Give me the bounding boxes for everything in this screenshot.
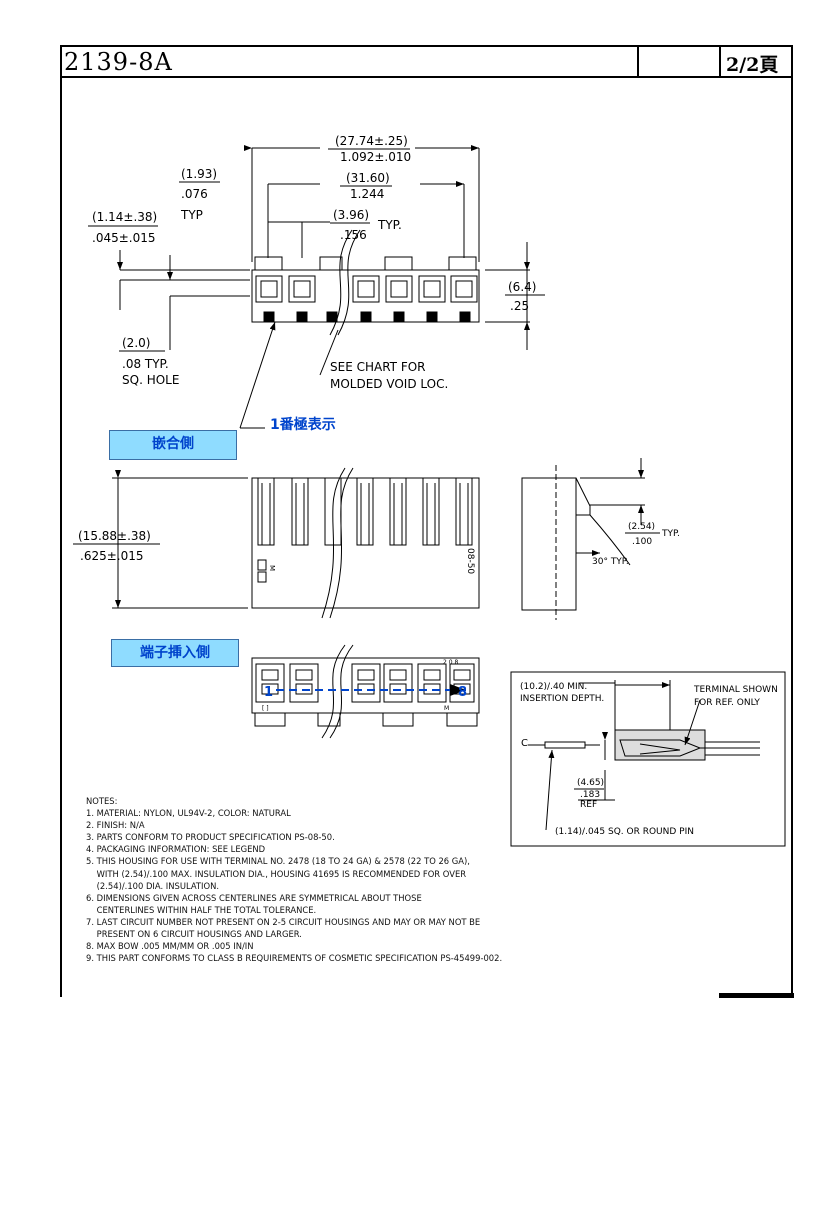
insertion-pin (544, 741, 586, 749)
ref-in: .183 (580, 790, 600, 800)
rear-view-cavities (255, 663, 475, 703)
terminal-insert-side-label: 端子挿入側 (111, 639, 239, 667)
side-view-housing (521, 477, 577, 611)
note-line: 2. FINISH: N/A (86, 820, 145, 831)
note-line: 8. MAX BOW .005 MM/MM OR .005 IN/IN (86, 941, 254, 952)
dim-overall-in: 1.092±.010 (340, 150, 411, 164)
ref-mm: (4.65) (577, 778, 604, 788)
dim-angle: 30° TYP. (592, 557, 629, 567)
note-line: 9. THIS PART CONFORMS TO CLASS B REQUIRE… (86, 953, 503, 964)
dim-hole-in: .08 TYP. (122, 357, 169, 371)
side-mark: M (268, 565, 276, 571)
note-line: NOTES: (86, 796, 118, 806)
dim-pitch-mm: (3.96) (333, 208, 369, 222)
note-line: 1. MATERIAL: NYLON, UL94V-2, COLOR: NATU… (86, 808, 291, 819)
dim-hole-mm: (2.0) (122, 336, 150, 350)
front-view-housing (251, 477, 480, 609)
dim-edge-in: .076 (181, 187, 208, 201)
dim-side-mm: (2.54) (628, 522, 655, 532)
drawing-number: 2139-8A (64, 48, 173, 76)
dim-side-in: .100 (632, 537, 652, 547)
notes-block: NOTES: 1. MATERIAL: NYLON, UL94V-2, COLO… (86, 795, 502, 964)
pin1-mark-label: 1番極表示 (270, 417, 336, 433)
dim-edge-mm: (1.93) (181, 167, 217, 181)
dim-pitch-in: .156 (340, 228, 367, 242)
note-line: 5. THIS HOUSING FOR USE WITH TERMINAL NO… (86, 856, 470, 867)
insertion-detail-box (510, 671, 786, 847)
pin-note: (1.14)/.045 SQ. OR ROUND PIN (555, 827, 694, 837)
dim-pitch-total-in: 1.244 (350, 187, 384, 201)
note-line: 4. PACKAGING INFORMATION: SEE LEGEND (86, 844, 266, 855)
dim-overall-mm: (27.74±.25) (335, 134, 408, 148)
dim-pitch-typ: TYP. (377, 218, 402, 232)
dim-height-mm: (15.88±.38) (78, 529, 151, 543)
break-line (329, 229, 353, 336)
dim-height-in: .625±.015 (80, 549, 144, 563)
note-line: CENTERLINES WITHIN HALF THE TOTAL TOLERA… (86, 904, 317, 915)
note-line: 7. LAST CIRCUIT NUMBER NOT PRESENT ON 2-… (86, 916, 481, 927)
dim-offset-in: .045±.015 (92, 231, 156, 245)
rear-box-right: M (444, 705, 449, 712)
note-line: (2.54)/.100 DIA. INSULATION. (86, 880, 220, 891)
rear-end-label: 8 (458, 685, 467, 700)
note-line: 3. PARTS CONFORM TO PRODUCT SPECIFICATIO… (86, 832, 335, 843)
page-number: 2/2頁 (726, 54, 779, 76)
dim-side-typ: TYP. (661, 529, 680, 539)
see-chart-line2: MOLDED VOID LOC. (330, 377, 448, 391)
dim-depth-mm: (6.4) (508, 280, 536, 294)
terminal-note-line2: FOR REF. ONLY (694, 698, 760, 708)
see-chart-line1: SEE CHART FOR (330, 360, 426, 374)
front-view-slots (257, 478, 473, 546)
top-view-latches (254, 256, 477, 271)
top-view-pins (263, 311, 471, 322)
rear-box-left: [ ] (262, 705, 269, 712)
min-depth-line2: INSERTION DEPTH. (520, 694, 604, 704)
centerline-mark: C (521, 738, 528, 749)
rear-number: 2 0 8 (443, 659, 458, 666)
mating-side-label: 嵌合側 (109, 430, 237, 460)
dim-hole-type: SQ. HOLE (122, 373, 179, 387)
top-view-cavities (255, 275, 478, 303)
mark-08-50: 08-50 (465, 548, 475, 574)
terminal-note-line1: TERMINAL SHOWN (693, 685, 778, 695)
note-line: 6. DIMENSIONS GIVEN ACROSS CENTERLINES A… (86, 892, 422, 903)
note-line: WITH (2.54)/.100 MAX. INSULATION DIA., H… (86, 868, 467, 879)
rear-start-label: 1 (264, 685, 273, 700)
rear-view-tabs (254, 712, 478, 727)
title-divider (637, 45, 639, 78)
top-view-housing (251, 269, 480, 323)
dim-depth-in: .25 (510, 299, 529, 313)
dim-offset-mm: (1.14±.38) (92, 210, 157, 224)
min-depth-line1: (10.2)/.40 MIN. (520, 682, 587, 692)
title-bar (60, 45, 793, 78)
rear-view-housing (251, 657, 480, 714)
insertion-housing-section (614, 729, 706, 761)
dim-edge-typ: TYP (180, 208, 203, 222)
title-divider (719, 45, 721, 78)
dim-pitch-total-mm: (31.60) (346, 171, 390, 185)
ref-label: REF (580, 800, 597, 810)
note-line: PRESENT ON 6 CIRCUIT HOUSINGS AND LARGER… (86, 929, 302, 940)
bottom-bar (719, 993, 794, 998)
